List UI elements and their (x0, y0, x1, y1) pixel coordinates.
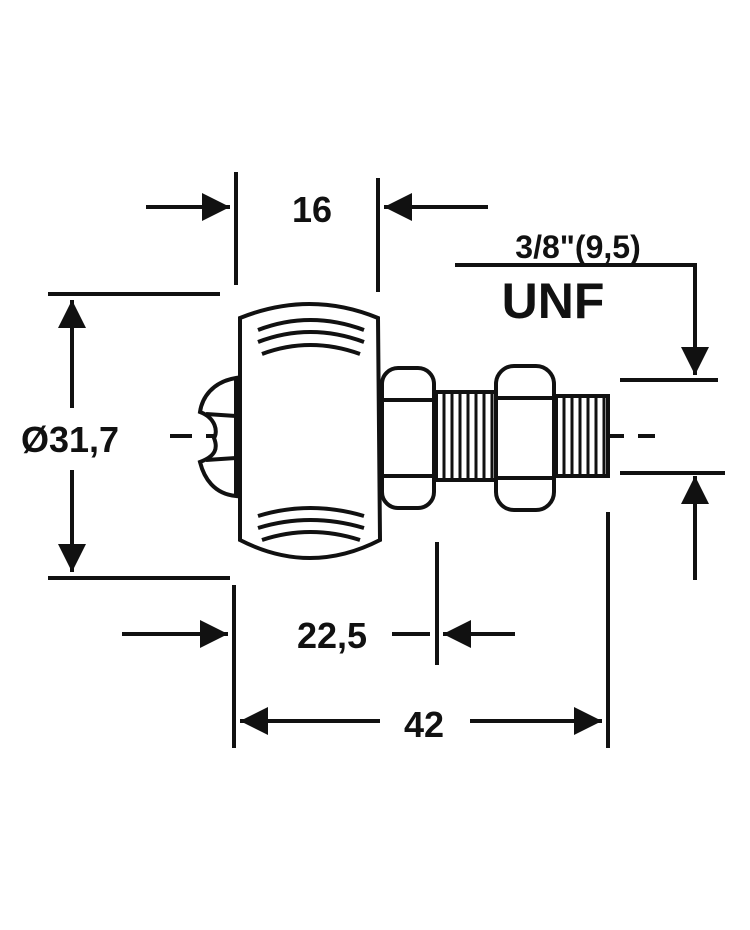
thread-size-label: 3/8"(9,5) (515, 229, 640, 265)
hex-nut-outer (494, 364, 556, 512)
knob-left (197, 375, 238, 499)
thread-hatching (442, 394, 606, 478)
dimension-label-22-5: 22,5 (297, 615, 367, 656)
hex-nut-inner (380, 366, 436, 510)
dimension-label-42: 42 (404, 704, 444, 745)
dimension-label-16: 16 (292, 189, 332, 230)
fitting-part (197, 302, 610, 560)
diameter-label: Ø31,7 (21, 419, 119, 460)
thread-leader-line (455, 263, 709, 375)
thread-type-label: UNF (502, 273, 605, 329)
main-body (238, 302, 383, 560)
